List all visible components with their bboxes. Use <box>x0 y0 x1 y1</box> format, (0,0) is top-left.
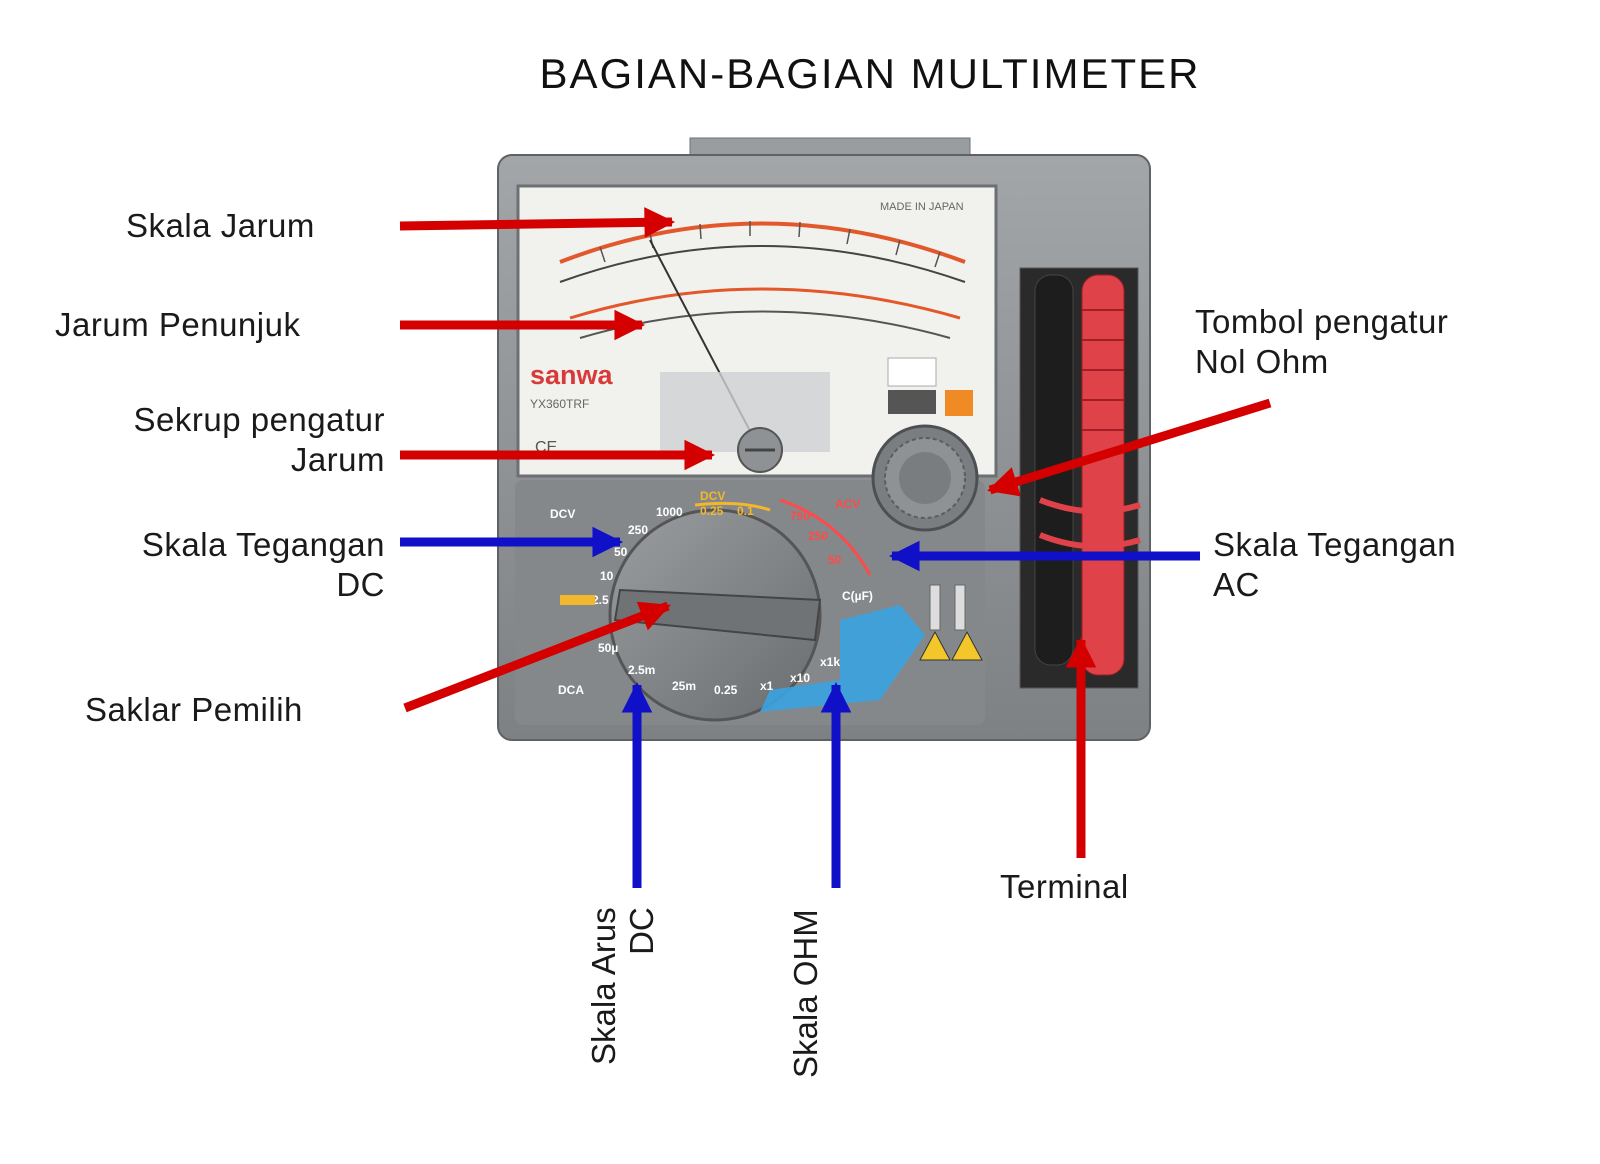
label-skala-jarum: Skala Jarum <box>126 207 315 244</box>
face-icon-box-2 <box>888 390 936 414</box>
model-text: YX360TRF <box>530 397 589 411</box>
svg-text:DCV: DCV <box>550 507 575 521</box>
label-terminal: Terminal <box>1000 868 1129 905</box>
svg-text:x1: x1 <box>760 679 774 693</box>
svg-text:2.5m: 2.5m <box>628 663 655 677</box>
brand-text: sanwa <box>530 360 614 390</box>
scale-arc-3 <box>569 287 961 320</box>
arrow-saklar <box>403 601 671 713</box>
svg-text:250: 250 <box>628 523 648 537</box>
scale-arc-2 <box>559 245 966 283</box>
svg-text:C(µF): C(µF) <box>842 589 873 603</box>
red-probe <box>1081 274 1125 676</box>
svg-text:0.1: 0.1 <box>737 504 754 518</box>
label-sekrup-pengatur: Sekrup pengatur Jarum <box>133 401 385 478</box>
svg-text:250: 250 <box>808 529 828 543</box>
svg-text:0.25: 0.25 <box>714 683 738 697</box>
svg-text:50: 50 <box>828 553 842 567</box>
scale-arc-1 <box>559 221 966 264</box>
svg-text:10: 10 <box>600 569 614 583</box>
label-skala-arus-dc: Skala Arus DC <box>585 907 660 1065</box>
svg-text:2.5: 2.5 <box>592 593 609 607</box>
label-skala-ohm: Skala OHM <box>787 909 824 1078</box>
svg-text:0.25: 0.25 <box>700 504 724 518</box>
face-icon-box <box>887 357 937 387</box>
svg-text:DCA: DCA <box>558 683 584 697</box>
label-tegangan-ac: Skala Tegangan AC <box>1213 526 1457 603</box>
face-icon-box-3 <box>945 390 973 416</box>
arrow-tombol <box>987 398 1272 497</box>
label-tegangan-dc: Skala Tegangan DC <box>141 526 385 603</box>
svg-text:x10: x10 <box>790 671 810 685</box>
made-in-text: MADE IN JAPAN <box>880 201 964 213</box>
svg-text:DCV: DCV <box>700 489 725 503</box>
label-tombol-pengatur: Tombol pengatur Nol Ohm <box>1195 303 1449 380</box>
svg-text:50µ: 50µ <box>598 641 618 655</box>
svg-text:x1k: x1k <box>820 655 840 669</box>
scale-ticks <box>599 221 941 268</box>
svg-text:25m: 25m <box>672 679 696 693</box>
svg-text:750: 750 <box>790 509 810 523</box>
svg-text:ACV: ACV <box>835 497 860 511</box>
diagram-title: BAGIAN-BAGIAN MULTIMETER <box>539 50 1201 97</box>
dial-scale-labels: DCV 1000 250 50 10 2.5 50µ 2.5m 25m 0.25… <box>550 505 873 697</box>
label-saklar-pemilih: Saklar Pemilih <box>85 691 303 728</box>
label-jarum-penunjuk: Jarum Penunjuk <box>55 306 301 343</box>
svg-text:50: 50 <box>614 545 628 559</box>
arrow-skala-jarum <box>399 207 676 238</box>
svg-text:1000: 1000 <box>656 505 683 519</box>
probe-jack-cover <box>760 605 925 712</box>
